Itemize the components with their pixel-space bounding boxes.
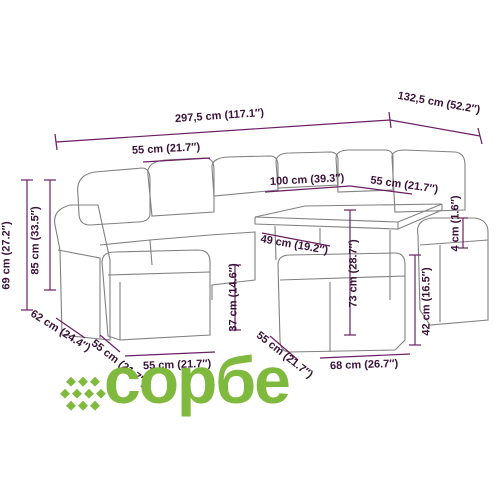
dim-side-height: 42 cm (16.5″) [420,267,433,336]
dim-back-height: 85 cm (33.5″) [29,206,42,275]
dim-armrest-extra: 4 cm (1.6″) [449,195,462,252]
logo-mark-pattern [60,376,106,411]
brand-logo-text: сорбе [104,343,291,417]
dimension-lines [21,111,483,361]
brand-logo: сорбе [62,347,362,425]
dim-footstool-height: 37 cm (14.6″) [227,263,240,332]
dim-table-height: 73 cm (28.7″) [347,239,360,308]
dim-seat-height: 69 cm (27.2″) [0,221,13,290]
